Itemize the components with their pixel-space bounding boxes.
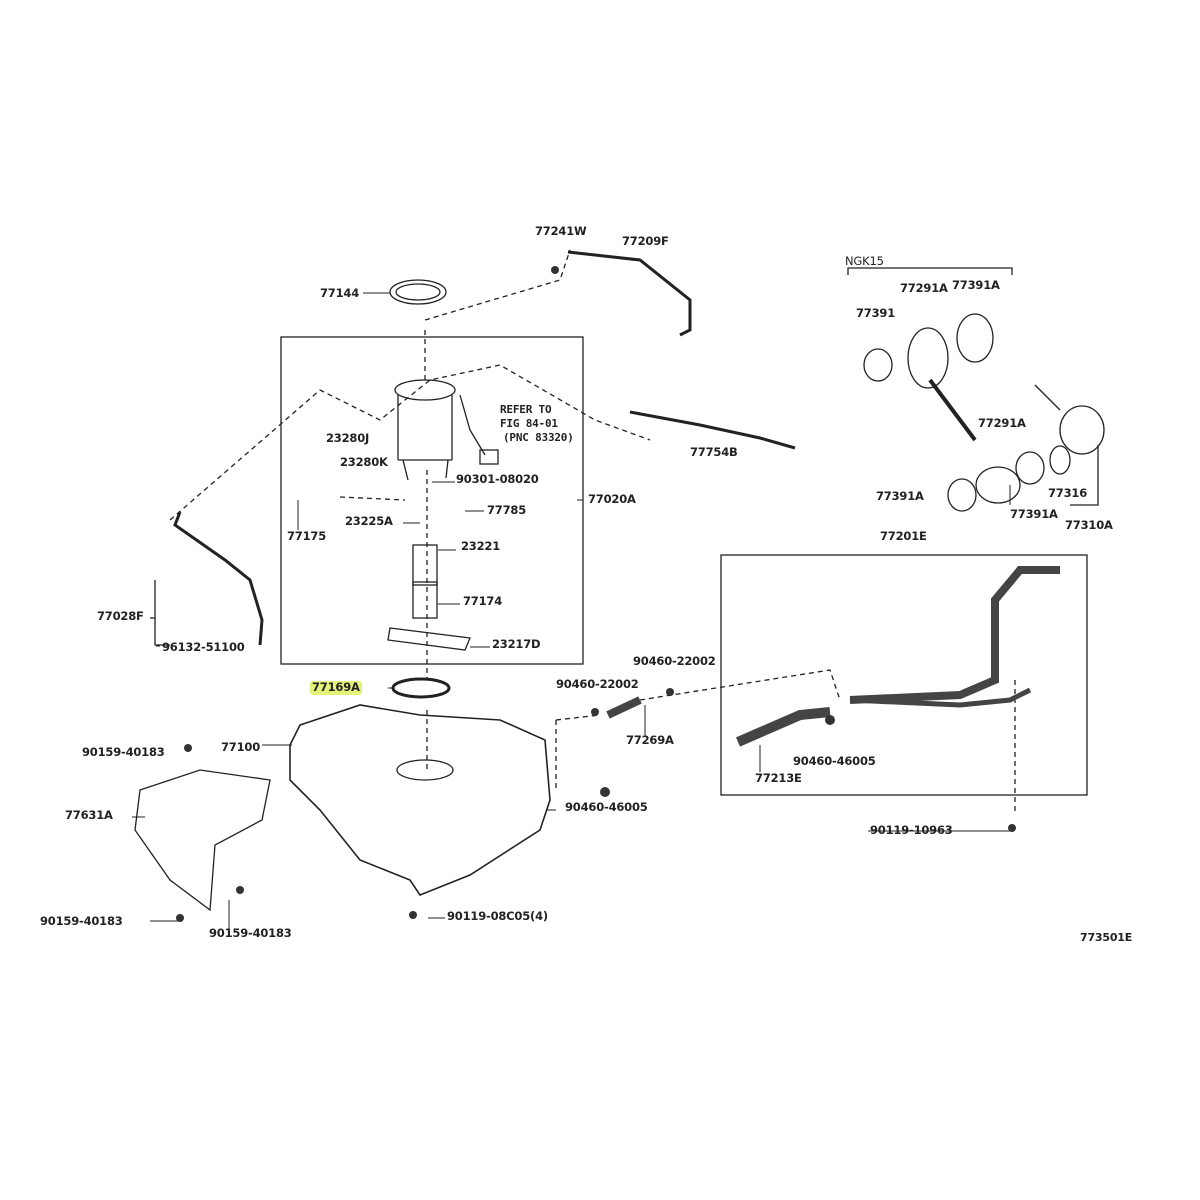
label-23221: 23221 (461, 539, 501, 553)
label-77269a: 77269A (626, 733, 674, 747)
label-90119-10963: 90119-10963 (870, 823, 953, 837)
label-77310a: 77310A (1065, 518, 1113, 532)
label-23217d: 23217D (492, 637, 541, 651)
label-90460-46005-2: 90460-46005 (565, 800, 648, 814)
label-90460-22002-2: 90460-22002 (556, 677, 639, 691)
label-77020a: 77020A (588, 492, 636, 506)
label-90460-22002: 90460-22002 (633, 654, 716, 668)
part-77169a-gasket (391, 677, 451, 699)
label-90159-40183: 90159-40183 (82, 745, 165, 759)
filler-pipe-box (720, 554, 1088, 796)
label-77291a-2: 77291A (978, 416, 1026, 430)
leader-lines (132, 292, 1011, 930)
part-77028f-tube (173, 511, 264, 646)
part-77209f-tube (567, 250, 692, 337)
refer-to-text: REFER TO (500, 403, 552, 416)
refer-fig-text: FIG 84-01 (500, 417, 558, 430)
part-77144-ring (389, 279, 447, 305)
label-77201e: 77201E (880, 529, 927, 543)
label-77144: 77144 (320, 286, 360, 300)
label-23225a: 23225A (345, 514, 393, 528)
label-77754b: 77754B (690, 445, 738, 459)
part-77754b-hose (629, 410, 796, 450)
pump-assembly-box (280, 336, 584, 665)
label-77175: 77175 (287, 529, 327, 543)
label-ngk15: NGK15 (845, 254, 884, 268)
bracket-77310a (1070, 445, 1099, 506)
part-77269a-hose (606, 696, 642, 719)
part-fuel-cap-group (863, 313, 1105, 512)
label-90159-40183-3: 90159-40183 (209, 926, 292, 940)
label-77213e: 77213E (755, 771, 802, 785)
part-77201e-filler-pipe (849, 566, 1060, 704)
label-90301-08020: 90301-08020 (456, 472, 539, 486)
bracket-77028f (150, 580, 170, 646)
part-pump-module (387, 379, 471, 651)
label-77631a: 77631A (65, 808, 113, 822)
label-77169a-highlighted: 77169A (310, 680, 362, 695)
label-77391a-3: 77391A (1010, 507, 1058, 521)
label-77209f: 77209F (622, 234, 669, 248)
label-77100: 77100 (221, 740, 261, 754)
label-77391a: 77391A (952, 278, 1000, 292)
label-96132-51100: 96132-51100 (162, 640, 245, 654)
diagram-id: 773501E (1080, 931, 1133, 944)
label-90119-08c05: 90119-08C05(4) (447, 909, 548, 923)
label-77391a-2: 77391A (876, 489, 924, 503)
part-gauge-sender (459, 394, 486, 456)
part-77631a-shield (134, 769, 271, 912)
label-77785: 77785 (487, 503, 527, 517)
ngk15-bracket (847, 267, 1013, 275)
label-77391: 77391 (856, 306, 896, 320)
label-90159-40183-2: 90159-40183 (40, 914, 123, 928)
label-77028f: 77028F (97, 609, 144, 623)
label-77316: 77316 (1048, 486, 1088, 500)
part-77213e-hose (736, 707, 831, 747)
label-23280k: 23280K (340, 455, 388, 469)
label-77241w: 77241W (535, 224, 587, 238)
label-23280j: 23280J (326, 431, 370, 445)
part-77100-fuel-tank (289, 704, 551, 896)
label-77291a: 77291A (900, 281, 948, 295)
label-90460-46005: 90460-46005 (793, 754, 876, 768)
label-77174: 77174 (463, 594, 503, 608)
bolts (176, 266, 1016, 922)
refer-pnc-text: (PNC 83320) (503, 431, 574, 444)
